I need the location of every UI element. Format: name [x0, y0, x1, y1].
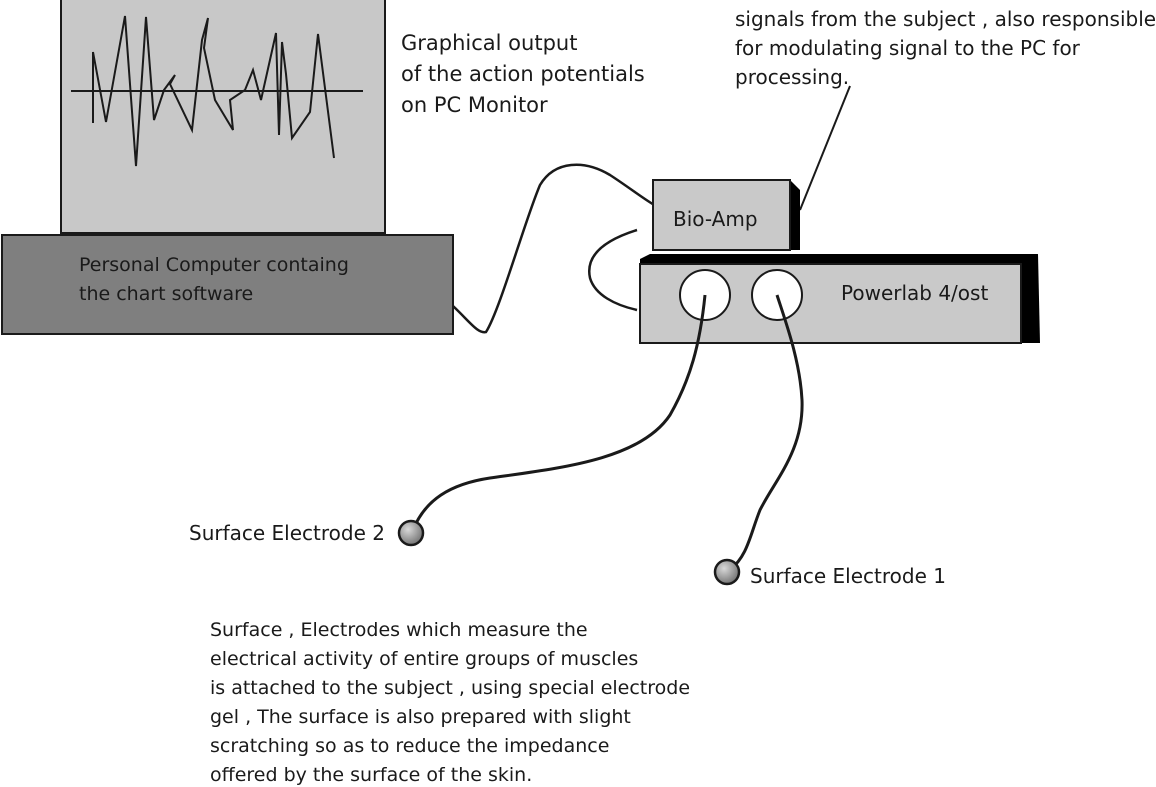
surface-electrode-2: Surface Electrode 2 [189, 519, 425, 547]
bioamp-callout-line [799, 85, 851, 211]
electrode-1-label: Surface Electrode 1 [750, 564, 946, 588]
powerlab-side-shadow [1021, 254, 1040, 343]
description-line: scratching so as to reduce the impedance [210, 735, 609, 757]
bioamp-label: Bio-Amp [673, 207, 758, 231]
bioamp-callout-line: signals from the subject , also responsi… [735, 7, 1156, 31]
computer-box [1, 234, 454, 335]
powerlab-top-shadow [640, 254, 1038, 264]
powerlab-device: Powerlab 4/ost [639, 254, 1040, 344]
pc-to-bioamp-cable [452, 163, 657, 334]
bioamp-callout-line: processing. [735, 65, 849, 89]
bioamp-to-powerlab-cable [587, 228, 638, 312]
electrode-2-lead [411, 294, 707, 531]
bioamp-callout-line: for modulating signal to the PC for [735, 36, 1081, 60]
computer-label-line: Personal Computer containg [79, 254, 349, 276]
electrode-1-lead [729, 294, 804, 572]
monitor-caption-line: Graphical output [401, 31, 577, 55]
computer-label-line: the chart software [79, 283, 253, 305]
monitor-caption-line: on PC Monitor [401, 93, 548, 117]
electrode-2-label: Surface Electrode 2 [189, 521, 385, 545]
surface-electrode-1: Surface Electrode 1 [713, 558, 946, 588]
monitor-caption: Graphical output of the action potential… [401, 31, 645, 117]
description-line: is attached to the subject , using speci… [210, 677, 690, 699]
description-line: Surface , Electrodes which measure the [210, 619, 588, 641]
bioamp-callout: signals from the subject , also responsi… [735, 7, 1156, 89]
description-line: offered by the surface of the skin. [210, 764, 532, 786]
description-line: electrical activity of entire groups of … [210, 648, 638, 670]
action-potential-trace [92, 15, 335, 167]
description-line: gel , The surface is also prepared with … [210, 706, 631, 728]
bioamp-device: Bio-Amp [652, 179, 800, 251]
bioamp-box [652, 179, 791, 251]
pc-monitor [60, 0, 386, 234]
electrode-2-pad [397, 519, 425, 547]
electrode-description: Surface , Electrodes which measure the e… [210, 619, 690, 786]
powerlab-label: Powerlab 4/ost [841, 281, 988, 305]
monitor-caption-line: of the action potentials [401, 62, 645, 86]
personal-computer: Personal Computer containg the chart sof… [1, 234, 454, 335]
monitor-screen [60, 0, 386, 234]
electrode-1-pad [713, 558, 741, 586]
